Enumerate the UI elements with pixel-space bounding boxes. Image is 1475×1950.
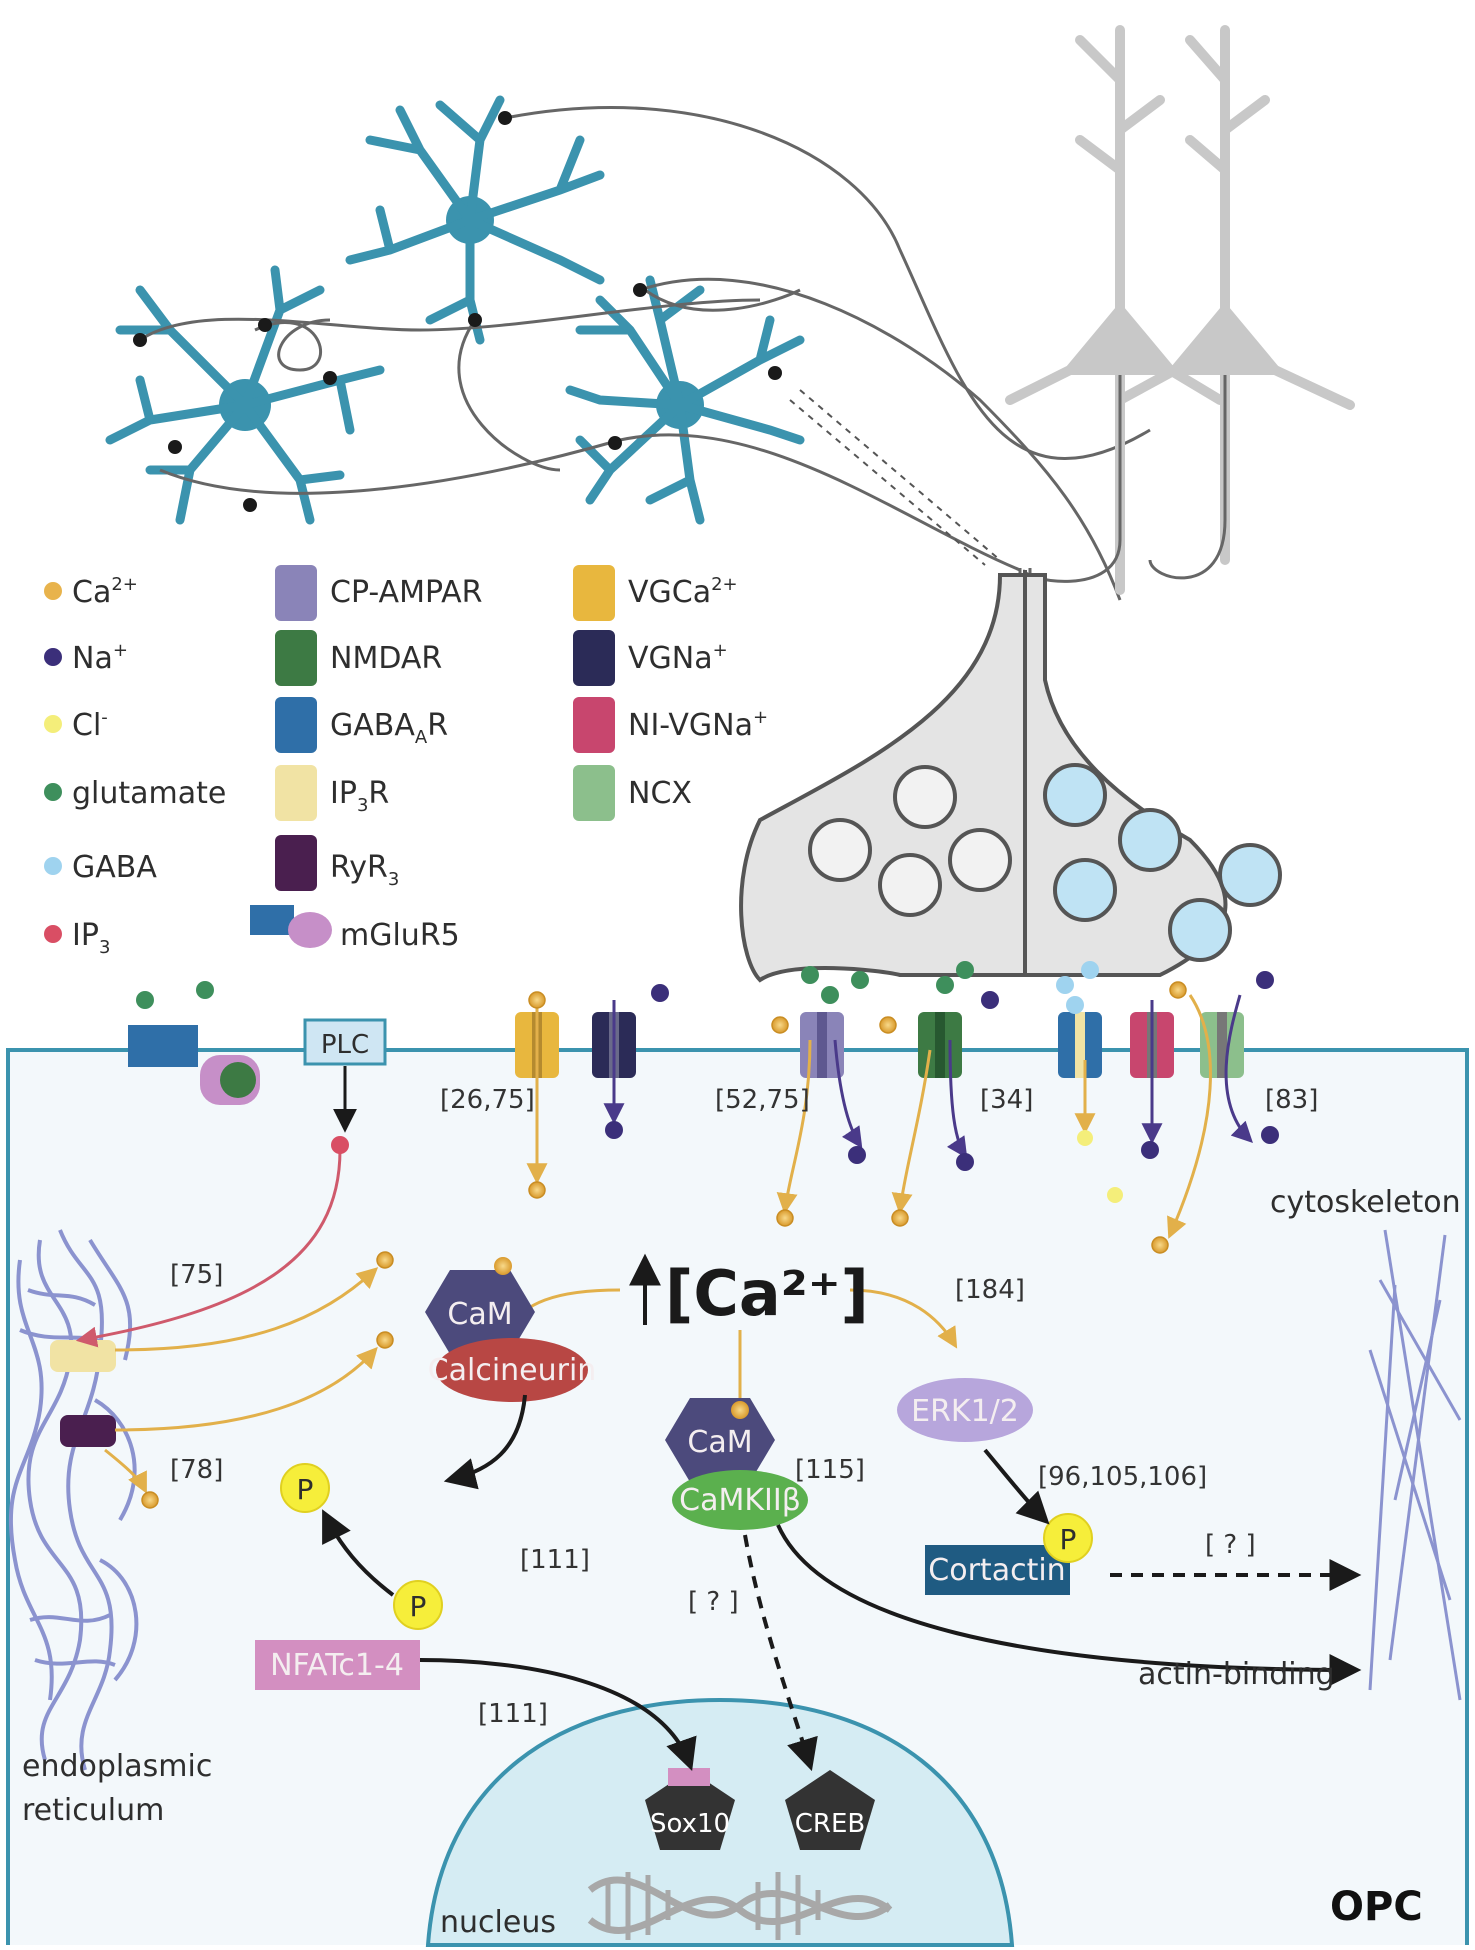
- legend-ncx: NCX: [628, 776, 692, 811]
- unknown-label-2: [ ? ]: [1205, 1530, 1256, 1560]
- dna-helix: [587, 1872, 893, 1940]
- oligodendrocyte-right: [565, 275, 805, 525]
- nfat-label: NFATc1-4: [270, 1648, 404, 1683]
- er-label-line2: reticulum: [22, 1793, 164, 1828]
- oligodendrocyte-left: [105, 265, 385, 525]
- phospho-label-2: P: [410, 1590, 427, 1623]
- ref-111-a: [111]: [520, 1545, 590, 1575]
- cam-label-1: CaM: [447, 1297, 512, 1332]
- glutamate-molecules: [136, 961, 974, 1009]
- legend-mglur5: mGluR5: [340, 918, 460, 953]
- sodium-ions: [605, 971, 1279, 1171]
- legend-cl: Cl-: [72, 707, 108, 743]
- legend-ni-vgna: NI-VGNa+: [628, 707, 768, 743]
- legend-receptor-symbols: [250, 565, 332, 948]
- plc-label: PLC: [321, 1030, 369, 1060]
- legend-ca: Ca2+: [72, 574, 138, 610]
- legend-vgna: VGNa+: [628, 640, 728, 676]
- legend-channel-symbols: [573, 565, 615, 821]
- cortactin-label: Cortactin: [928, 1553, 1065, 1588]
- mglur5-receptor: [128, 1025, 260, 1105]
- glutamate-vesicles: [808, 765, 1012, 917]
- legend-gabaar: GABAAR: [330, 708, 448, 748]
- presynaptic-terminal: [739, 570, 1228, 983]
- oligodendrocyte-top: [345, 95, 605, 345]
- ip3-molecule: [331, 1136, 349, 1154]
- er-label-line1: endoplasmic: [22, 1749, 212, 1784]
- nmdar-membrane: [918, 1012, 962, 1078]
- ref-75: [75]: [170, 1260, 223, 1290]
- camkii-label: CaMKIIβ: [679, 1483, 801, 1518]
- neuron-left: [1005, 25, 1225, 595]
- gaba-molecules: [1056, 961, 1099, 1014]
- gaba-vesicles: [1043, 763, 1282, 962]
- ip3-flow: [75, 1149, 342, 1348]
- erk-label: ERK1/2: [911, 1394, 1019, 1429]
- cam-label-2: CaM: [687, 1425, 752, 1460]
- sox10-tag: [668, 1768, 710, 1786]
- phosphate-badges: [280, 1463, 1093, 1630]
- phospho-label-1: P: [297, 1473, 314, 1506]
- endoplasmic-reticulum: [8, 1229, 139, 1771]
- erk-node: [897, 1378, 1033, 1442]
- unknown-label-1: [ ? ]: [688, 1587, 739, 1617]
- calcineurin-label: Calcineurin: [428, 1353, 597, 1388]
- gabaar-membrane: [1058, 1012, 1102, 1078]
- chloride-ions: [1077, 1130, 1123, 1203]
- creb-label: CREB: [795, 1809, 865, 1839]
- ref-184: [184]: [955, 1275, 1025, 1305]
- legend-vgca: VGCa2+: [628, 574, 738, 610]
- ncx-membrane: [1200, 1012, 1244, 1078]
- cytoskeleton-fibers: [1368, 1229, 1462, 1701]
- nucleus-label: nucleus: [440, 1905, 556, 1940]
- dashed-signaling-arrows: [743, 1534, 1362, 1772]
- ref-96-105-106: [96,105,106]: [1038, 1462, 1207, 1492]
- calcium-label: [Ca²⁺]: [665, 1257, 869, 1330]
- cam-calcineurin-complex: [425, 1257, 588, 1402]
- sox10-label: Sox10: [650, 1809, 730, 1839]
- ref-34: [34]: [980, 1085, 1033, 1115]
- na-flows: [603, 994, 1253, 1159]
- plc-box: [303, 1018, 387, 1066]
- actin-binding-label: actin-binding: [1138, 1657, 1335, 1692]
- diagram-labels: PLC [Ca²⁺] CaM Calcineurin CaM CaMKIIβ E…: [22, 1030, 1461, 1940]
- legend-cp-ampar: CP-AMPAR: [330, 575, 483, 610]
- legend-ion-dots: [44, 582, 62, 943]
- opc-label: OPC: [1330, 1884, 1423, 1930]
- legend-ip3r: IP3R: [330, 776, 389, 816]
- cam-camkii-complex: [665, 1398, 808, 1530]
- reference-labels: [26,75] [52,75] [34] [83] [75] [78] [184…: [170, 1085, 1318, 1729]
- pentagons: [645, 1770, 875, 1850]
- legend-ip3: IP3: [72, 918, 110, 958]
- ryr3-er: [60, 1415, 116, 1447]
- legend-texts: Ca2+ Na+ Cl- glutamate GABA IP3 CP-AMPAR…: [72, 574, 768, 958]
- legend-na: Na+: [72, 640, 128, 676]
- ip3r-er: [50, 1340, 116, 1372]
- legend-gaba: GABA: [72, 850, 157, 885]
- calcium-ions: [141, 981, 1187, 1509]
- ref-52-75: [52,75]: [715, 1085, 810, 1115]
- legend-ryr3: RyR3: [330, 850, 399, 890]
- legend-glutamate: glutamate: [72, 776, 226, 811]
- cytoskeleton-label: cytoskeleton: [1270, 1185, 1461, 1220]
- myelin-nodes: [133, 111, 782, 512]
- nfat-box: [255, 1640, 420, 1690]
- phospho-label-3: P: [1060, 1523, 1077, 1556]
- ref-78: [78]: [170, 1455, 223, 1485]
- legend-nmdar: NMDAR: [330, 641, 442, 676]
- ref-111-b: [111]: [478, 1699, 548, 1729]
- cortactin-box: [925, 1545, 1070, 1595]
- signaling-arrows: [322, 1394, 1362, 1772]
- ref-115: [115]: [795, 1455, 865, 1485]
- ref-26-75: [26,75]: [440, 1085, 535, 1115]
- dashed-projections: [789, 389, 1001, 566]
- ref-83: [83]: [1265, 1085, 1318, 1115]
